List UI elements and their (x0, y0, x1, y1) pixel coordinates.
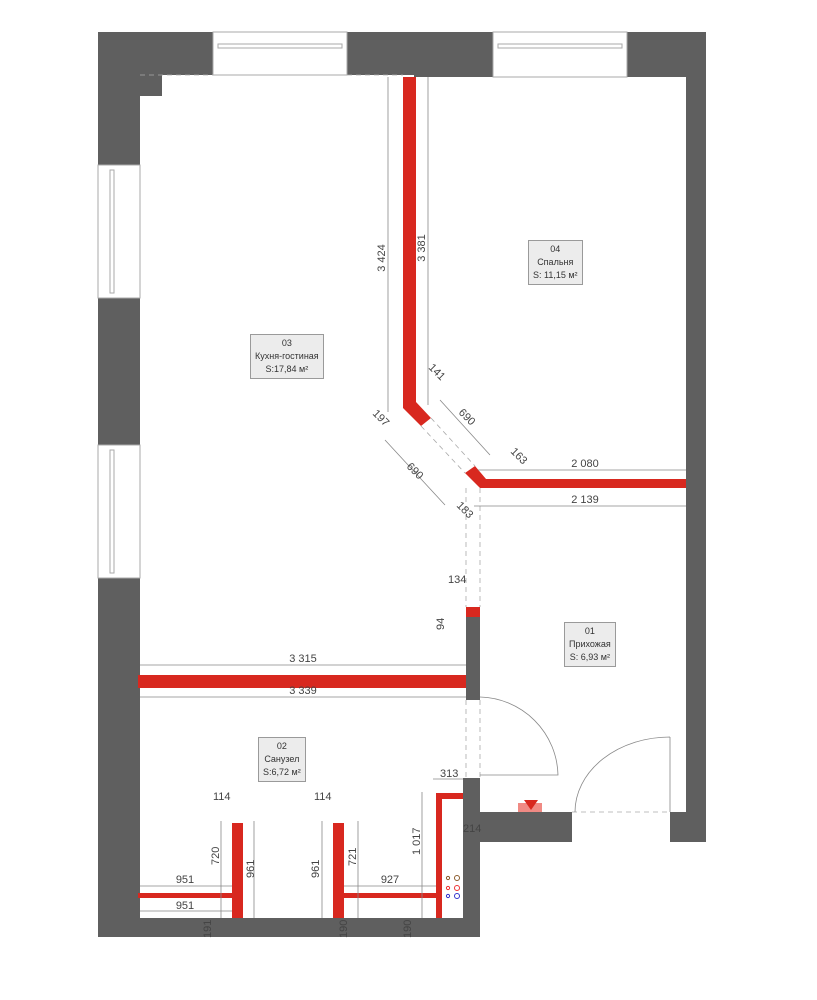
dim-134: 134 (448, 574, 466, 586)
dim-721: 721 (347, 848, 359, 866)
room-number: 02 (276, 741, 287, 751)
dim-183: 183 (454, 500, 475, 521)
dim-214: 214 (463, 823, 481, 835)
room-label-bathroom: 02 Санузел S:6,72 м² (258, 737, 306, 782)
room-area: S:6,72 м² (263, 767, 301, 777)
dim-1017: 1 017 (411, 827, 423, 855)
dim-927: 927 (381, 874, 399, 886)
outer-walls (98, 32, 706, 937)
dim-313: 313 (440, 768, 458, 780)
dim-3339: 3 339 (289, 685, 317, 697)
room-name: Санузел (264, 754, 300, 764)
room-name: Спальня (537, 257, 574, 267)
room-label-bedroom: 04 Спальня S: 11,15 м² (528, 240, 583, 285)
room-number: 03 (281, 338, 292, 348)
dim-3424: 3 424 (376, 244, 388, 272)
dim-2139: 2 139 (571, 494, 599, 506)
room-area: S: 6,93 м² (569, 652, 610, 662)
windows (97, 31, 628, 579)
room-area: S: 11,15 м² (533, 270, 578, 280)
dim-3381: 3 381 (416, 234, 428, 262)
dim-3315: 3 315 (289, 653, 317, 665)
dim-141: 141 (426, 362, 447, 383)
entrance-door-swing (574, 736, 671, 813)
dim-114a: 114 (213, 791, 231, 803)
dim-163: 163 (508, 446, 529, 467)
dim-951b: 951 (176, 900, 194, 912)
dim-94: 94 (435, 618, 447, 630)
room-area: S:17,84 м² (265, 364, 309, 374)
dimension-lines (140, 77, 686, 918)
dim-690a: 690 (456, 407, 477, 428)
dim-951a: 951 (176, 874, 194, 886)
room-label-hallway: 01 Прихожая S: 6,93 м² (564, 622, 616, 667)
room-number: 04 (550, 244, 561, 254)
openings (140, 74, 671, 899)
dim-961a: 961 (245, 860, 257, 878)
room-name: Кухня-гостиная (255, 351, 319, 361)
dim-2080: 2 080 (571, 458, 599, 470)
dim-961b: 961 (310, 860, 322, 878)
door-swing (479, 696, 559, 776)
dim-720: 720 (210, 847, 222, 865)
room-label-kitchen: 03 Кухня-гостиная S:17,84 м² (250, 334, 324, 379)
partitions (138, 77, 686, 918)
room-name: Прихожая (569, 639, 611, 649)
dim-114b: 114 (314, 791, 332, 803)
room-number: 01 (584, 626, 595, 636)
dim-190a: 190 (338, 920, 350, 938)
dim-191: 191 (202, 920, 214, 938)
dim-190b: 190 (402, 920, 414, 938)
